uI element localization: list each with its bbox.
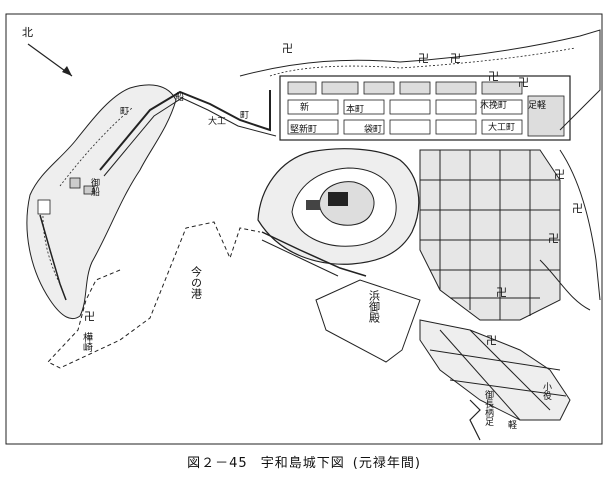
temple-icon: 卍: [572, 202, 583, 215]
temple-icon: 卍: [554, 168, 565, 181]
south-road: [469, 399, 481, 441]
temple-icon: 卍: [548, 232, 559, 245]
north-town-blocks: [279, 75, 571, 141]
left-peninsula: [26, 84, 277, 320]
south-town: [419, 319, 571, 421]
figure-caption: 図２－45 宇和島城下図 (元禄年間): [0, 452, 608, 471]
north-hills: [239, 29, 601, 131]
kaba-zaki-label: 樺崎: [81, 331, 93, 352]
ashigaru-label: 足軽: [528, 100, 546, 111]
temple-icon: 卍: [488, 70, 499, 83]
north-arrow: 北: [22, 26, 73, 77]
temple-icon: 卍: [418, 52, 429, 65]
tatemachi-label: 堅新町: [290, 123, 317, 135]
daiku-label: 大工: [208, 115, 226, 127]
castle-hill: [257, 148, 420, 265]
figure-number: 図２－45: [187, 456, 248, 471]
temple-icon: 卍: [518, 76, 529, 89]
figure-period: (元禄年間): [352, 456, 421, 471]
honmachi-label: 本町: [346, 103, 364, 115]
daikumachi-label: 大工町: [488, 121, 515, 133]
funai-label: 船: [173, 91, 184, 102]
shin-label: 新: [300, 101, 309, 113]
kei-label: 軽: [508, 420, 517, 431]
machi-label-2: 町: [240, 111, 249, 121]
machi-label-1: 町: [120, 107, 129, 117]
temple-icon: 卍: [496, 286, 507, 299]
temple-icon: 卍: [282, 42, 293, 55]
castle-moat: [261, 231, 367, 277]
east-hills: [539, 149, 601, 311]
map-frame: [5, 13, 603, 445]
funa-label: 御船: [89, 177, 100, 197]
temple-markers: 卍 卍 卍 卍 卍 卍 卍 卍 卍 卍 卍: [84, 42, 583, 347]
north-label: 北: [22, 26, 33, 39]
mokko-label: 木挽町: [480, 99, 507, 111]
hama-goten-area: [315, 279, 421, 363]
harbor-label: 今の港: [190, 265, 203, 299]
north-hills-inner: [269, 47, 576, 77]
figure-title: 宇和島城下図: [260, 456, 345, 471]
temple-icon: 卍: [450, 52, 461, 65]
place-labels: 今の港 浜御殿 樺崎 御船 船 町 町 大工 新 堅新町 本町 袋町 木挽町 足…: [81, 91, 552, 431]
fukuromachi-label: 袋町: [364, 123, 382, 135]
nagaebashi-label: 御長柄足: [483, 389, 494, 427]
ojima-label: 小役: [541, 382, 552, 401]
temple-icon: 卍: [84, 310, 95, 323]
temple-icon: 卍: [486, 334, 497, 347]
hama-goten-label: 浜御殿: [368, 290, 381, 324]
east-town: [419, 149, 561, 321]
